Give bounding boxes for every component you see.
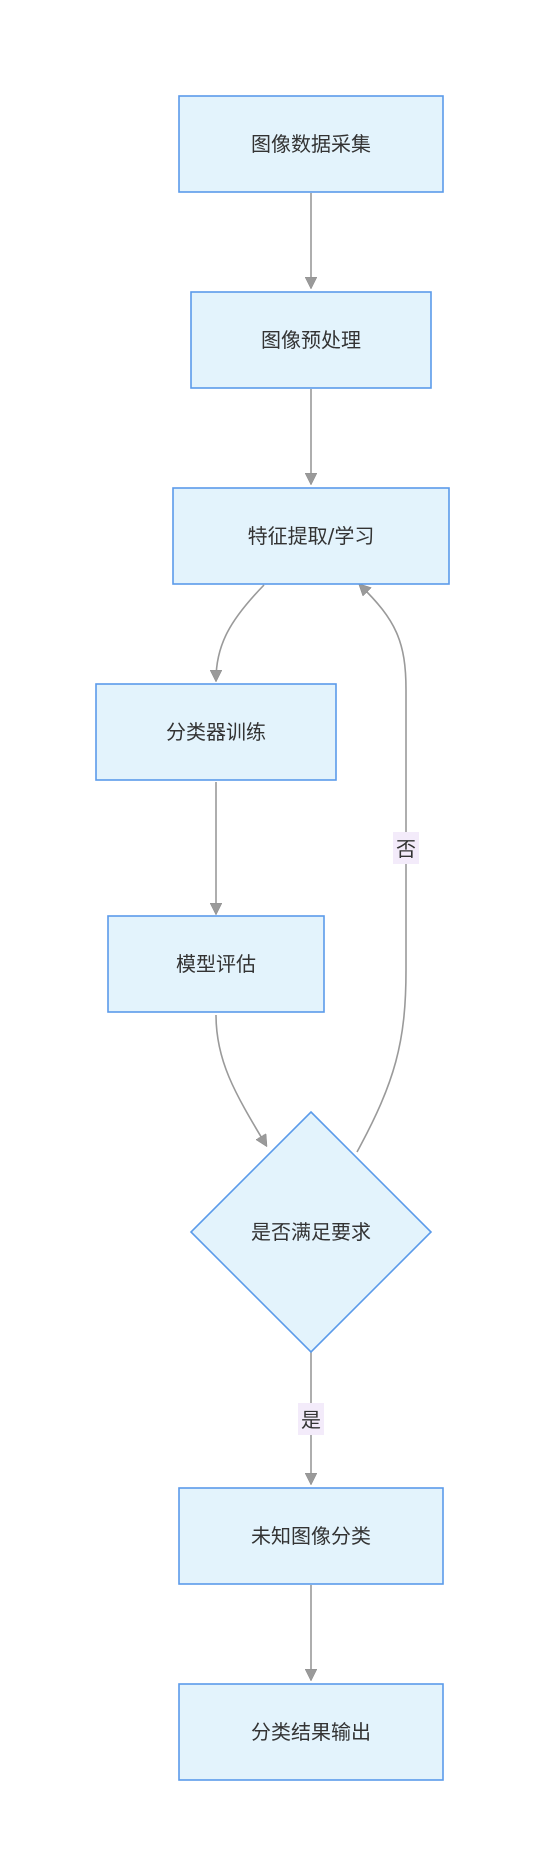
edge-label-no-text: 否 bbox=[396, 837, 416, 861]
edges bbox=[215, 193, 407, 1679]
edge-label-yes-text: 是 bbox=[301, 1408, 321, 1432]
node-train-label: 分类器训练 bbox=[166, 720, 266, 744]
edge-label-no: 否 bbox=[393, 832, 419, 864]
node-collect-label: 图像数据采集 bbox=[251, 132, 371, 156]
node-labels: 图像数据采集 图像预处理 特征提取/学习 分类器训练 模型评估 是否满足要求 未… bbox=[166, 132, 374, 1744]
node-output-label: 分类结果输出 bbox=[251, 1720, 371, 1744]
node-classify bbox=[178, 1487, 444, 1585]
node-features-label: 特征提取/学习 bbox=[248, 524, 375, 548]
edge-evaluate-to-decision bbox=[215, 1014, 266, 1145]
node-classify-label: 未知图像分类 bbox=[251, 1524, 371, 1548]
node-features bbox=[172, 487, 450, 585]
edge-features-to-train bbox=[216, 584, 265, 680]
node-collect bbox=[178, 95, 444, 193]
node-preprocess bbox=[190, 291, 432, 389]
node-train bbox=[95, 683, 337, 781]
node-output bbox=[178, 1683, 444, 1781]
node-decision bbox=[189, 1110, 433, 1354]
edge-label-yes: 是 bbox=[298, 1403, 324, 1435]
node-decision-label: 是否满足要求 bbox=[251, 1220, 371, 1244]
node-evaluate-label: 模型评估 bbox=[176, 952, 256, 976]
nodes bbox=[95, 95, 450, 1781]
edge-decision-to-features-no bbox=[356, 585, 407, 1153]
node-evaluate bbox=[107, 915, 325, 1013]
node-preprocess-label: 图像预处理 bbox=[261, 328, 361, 352]
